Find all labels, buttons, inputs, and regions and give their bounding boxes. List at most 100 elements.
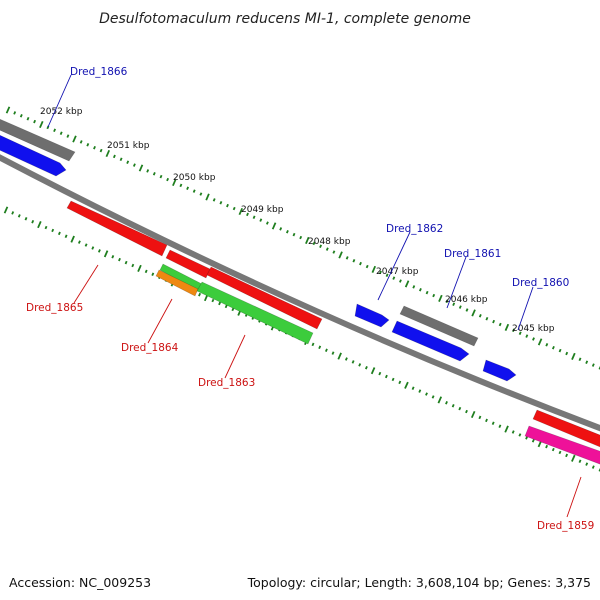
gene-dred-1862-blue[interactable] [354,303,390,328]
tick-mark [226,203,229,208]
tick-mark [504,425,509,433]
tick-mark [471,309,476,317]
tick-mark [138,164,144,172]
tick-mark [97,249,101,253]
tick-mark [70,235,75,243]
tick-mark [512,328,515,333]
tick-mark [3,206,9,214]
tick-mark [118,257,121,262]
tick-mark [72,135,77,143]
tick-mark [518,433,522,437]
tick-mark [31,219,35,224]
tick-mark [565,351,569,356]
tick-mark [492,319,496,324]
tick-mark [545,343,549,347]
gene-dred-1863-red[interactable] [206,266,323,330]
gene-label-dred-1859[interactable]: Dred_1859 [537,520,594,532]
gene-label-dred-1862[interactable]: Dred_1862 [386,223,443,235]
tick-mark [585,462,589,466]
tick-mark [392,276,396,280]
tick-mark [159,174,163,179]
gene-dred-1865-red[interactable] [66,200,168,257]
tick-mark [451,404,455,408]
tick-mark [545,444,549,449]
tick-mark [33,119,37,124]
tick-mark [445,401,448,405]
gene-dred-1866-gray[interactable] [0,117,76,162]
tick-mark [105,149,111,158]
gene-dred-1861-gray[interactable] [399,305,479,347]
scale-label: 2048 kbp [308,237,351,247]
tick-mark [57,231,61,236]
tick-mark [151,272,155,276]
tick-mark [131,263,135,268]
tick-mark [37,221,42,229]
tick-mark [438,294,443,302]
tick-mark [86,143,90,147]
gene-label-dred-1863[interactable]: Dred_1863 [198,377,255,389]
tick-mark [478,415,482,420]
gene-label-dred-1864[interactable]: Dred_1864 [121,342,179,354]
tick-mark [319,244,323,248]
gene-dred-1864-orange[interactable] [155,269,199,297]
tick-mark [279,227,283,231]
gene-label-dred-1866[interactable]: Dred_1866 [70,66,128,78]
tick-mark [325,247,329,251]
scale-label: 2052 kbp [40,107,83,117]
tick-mark [13,111,17,115]
leader-line-dred-1860 [517,286,534,331]
tick-mark [232,206,236,211]
scale-label: 2050 kbp [173,173,216,183]
tick-mark [265,221,269,225]
gene-dred-1859-pink[interactable] [524,425,600,466]
tick-mark [112,154,116,159]
tick-mark [498,322,502,327]
tick-mark [212,198,216,202]
tick-mark [571,352,576,360]
tick-mark [344,357,348,361]
tick-mark [445,299,449,304]
tick-mark [172,178,177,187]
tick-mark [79,140,83,144]
tick-mark [179,183,183,188]
tick-mark [412,285,416,289]
gene-label-dred-1865[interactable]: Dred_1865 [26,302,83,314]
tick-mark [39,120,44,129]
tick-mark [218,301,222,306]
gene-label-dred-1860[interactable]: Dred_1860 [512,277,569,289]
gene-dred-1861-blue[interactable] [391,320,470,362]
leader-line-dred-1866 [47,74,72,128]
tick-mark [558,450,562,455]
tick-mark [311,342,315,347]
tick-mark [404,280,410,288]
tick-mark [404,381,409,389]
tick-mark [591,465,595,469]
tick-mark [19,114,23,118]
tick-mark [478,314,482,318]
gene-label-dred-1861[interactable]: Dred_1861 [444,248,501,260]
tick-mark [66,134,70,138]
tick-mark [558,348,562,353]
tick-mark [452,302,456,306]
tick-mark [5,106,11,114]
tick-mark [352,259,356,263]
accession-label: Accession: NC_009253 [9,575,151,590]
tick-mark [398,380,402,385]
gene-dred-1866-blue[interactable] [0,133,67,177]
tick-mark [358,363,362,367]
gene-dred-1860-blue[interactable] [482,359,517,382]
tick-mark [137,264,142,272]
scale-label: 2049 kbp [241,205,284,215]
tick-mark [418,288,422,292]
genome-backbone [0,154,600,432]
scale-label: 2051 kbp [107,141,150,151]
tick-mark [93,145,96,150]
gene-dred-1863-green[interactable] [196,281,314,345]
tick-mark [411,386,415,390]
tick-mark [146,169,150,173]
scale-label: 2046 kbp [445,295,488,305]
tick-mark [337,352,342,360]
gene-dred-1859-red[interactable] [532,409,600,449]
leader-line-dred-1861 [446,256,467,309]
tick-mark [525,334,529,338]
